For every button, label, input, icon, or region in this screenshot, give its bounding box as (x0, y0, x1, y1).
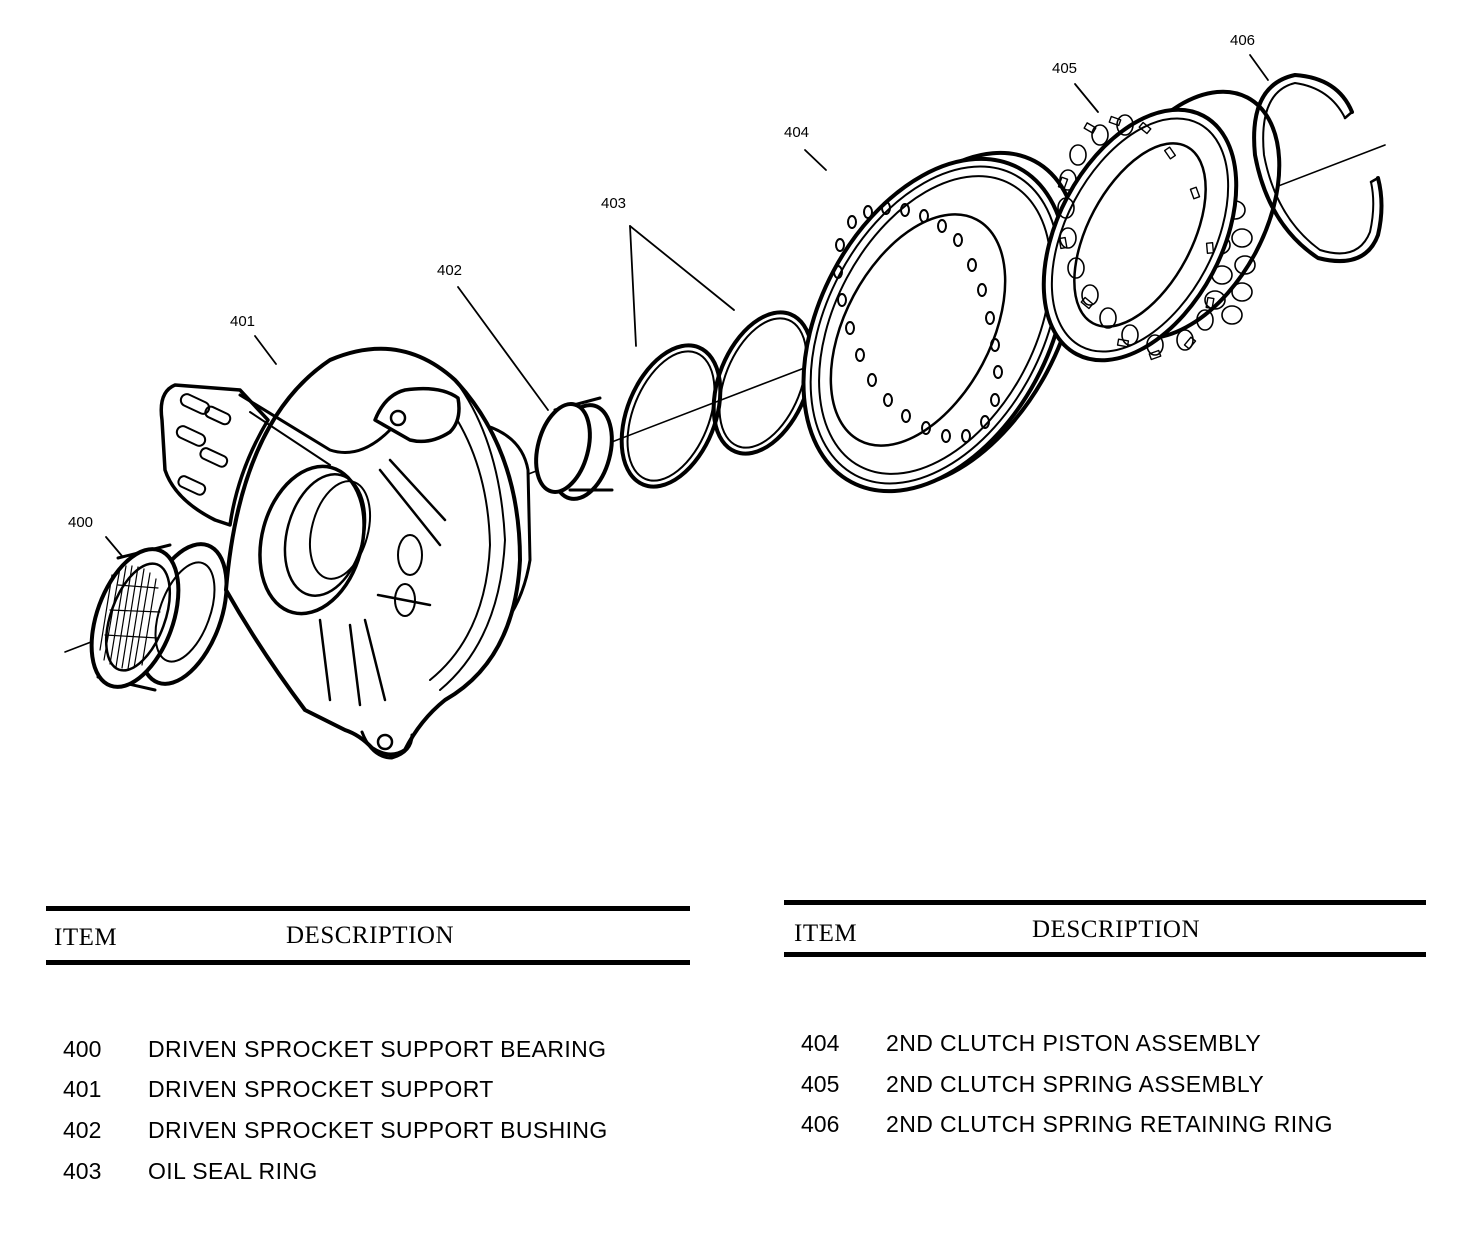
item-number: 406 (801, 1111, 840, 1137)
leader-lines (105, 54, 1269, 557)
item-number: 403 (63, 1158, 102, 1184)
part-403-oil-seal-rings (619, 310, 815, 489)
exploded-view-diagram: 400 401 402 403 404 405 406 (64, 32, 1386, 760)
part-402-bushing (534, 396, 614, 501)
part-405-spring-assembly (1041, 89, 1282, 363)
item-number: 405 (801, 1071, 840, 1097)
part-400-bearing (89, 542, 229, 692)
item-number: 401 (63, 1076, 102, 1102)
item-description: DRIVEN SPROCKET SUPPORT BUSHING (148, 1117, 608, 1143)
item-header: ITEM (54, 924, 118, 951)
legend-top-rule (784, 900, 1426, 905)
item-header: ITEM (794, 920, 858, 947)
part-404-piston-assembly (801, 150, 1081, 494)
legend-top-rule (46, 906, 690, 911)
description-header: DESCRIPTION (286, 922, 455, 949)
item-description: 2ND CLUTCH SPRING ASSEMBLY (886, 1071, 1265, 1097)
item-number: 404 (801, 1030, 840, 1056)
callout-400: 400 (68, 514, 93, 531)
item-description: OIL SEAL RING (148, 1158, 318, 1184)
item-description: DRIVEN SPROCKET SUPPORT (148, 1076, 494, 1102)
item-description: 2ND CLUTCH PISTON ASSEMBLY (886, 1030, 1262, 1056)
item-description: DRIVEN SPROCKET SUPPORT BEARING (148, 1036, 607, 1062)
legend-header-rule (46, 960, 690, 965)
callout-402: 402 (437, 262, 462, 279)
description-header: DESCRIPTION (1032, 916, 1201, 943)
callout-406: 406 (1230, 32, 1255, 49)
part-406-retaining-ring (1252, 73, 1384, 264)
item-description: 2ND CLUTCH SPRING RETAINING RING (886, 1111, 1333, 1137)
callout-labels: 400 401 402 403 404 405 406 (68, 32, 1255, 531)
callout-404: 404 (784, 124, 809, 141)
callout-401: 401 (230, 313, 255, 330)
item-number: 402 (63, 1117, 102, 1143)
item-number: 400 (63, 1036, 102, 1062)
legend-header-rule (784, 952, 1426, 957)
part-401-support-housing (159, 346, 532, 760)
callout-405: 405 (1052, 60, 1077, 77)
callout-403: 403 (601, 195, 626, 212)
